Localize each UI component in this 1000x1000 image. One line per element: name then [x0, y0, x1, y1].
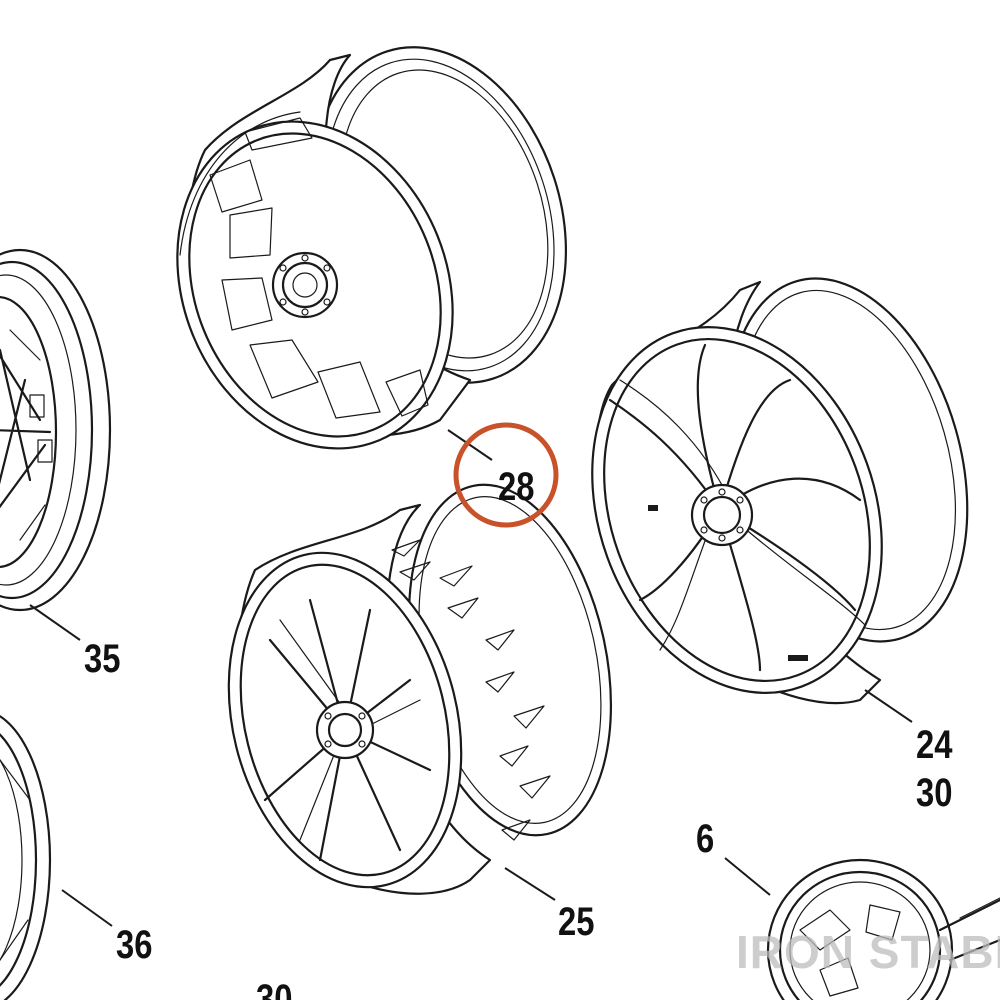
callout-30[interactable]: 30 — [916, 770, 952, 815]
callout-25[interactable]: 25 — [558, 899, 594, 944]
callout-36[interactable]: 36 — [116, 922, 152, 967]
wheel-24-30[interactable] — [543, 250, 1000, 734]
wheel-25[interactable] — [195, 466, 641, 912]
leader-lines — [29, 429, 913, 927]
callout-6[interactable]: 6 — [696, 816, 714, 861]
wheel-6[interactable] — [766, 858, 1000, 1000]
highlight-ring-28 — [453, 422, 559, 528]
watermark: IRON STABLE — [736, 926, 1000, 978]
callout-cut[interactable]: 30 — [256, 976, 292, 1000]
wheel-36[interactable] — [0, 710, 52, 1000]
wheel-35[interactable] — [0, 248, 112, 612]
callout-24[interactable]: 24 — [916, 722, 953, 767]
callout-35[interactable]: 35 — [84, 636, 120, 681]
wheel-28[interactable] — [130, 14, 608, 490]
callout-28[interactable]: 28 — [498, 464, 534, 509]
